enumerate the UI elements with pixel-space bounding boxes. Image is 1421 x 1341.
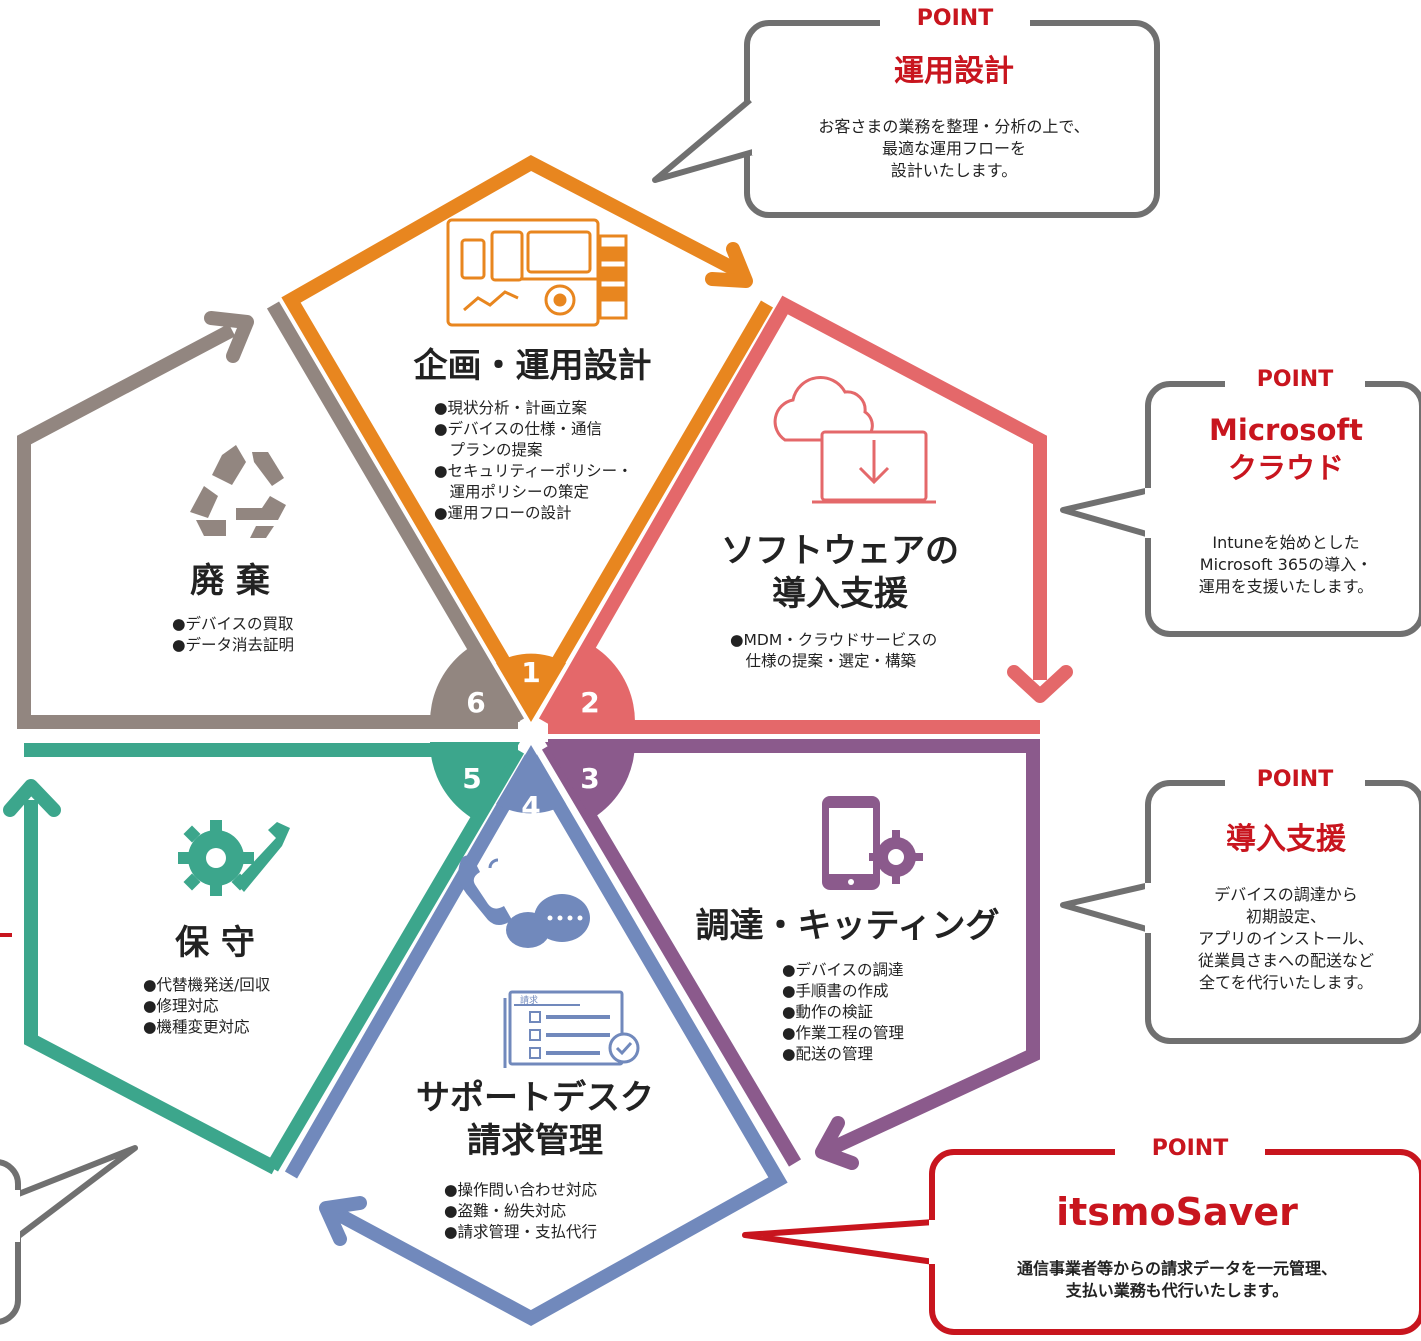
segment-1-shape — [281, 155, 774, 722]
recycle-icon — [190, 445, 286, 538]
callout-2-title-line: クラウド — [1227, 450, 1344, 485]
segment-1-bullets: ●現状分析・計画立案 ●デバイスの仕様・通信 プランの提案 ●セキュリティーポリ… — [434, 398, 633, 524]
callout-2-title: Microsoft クラウド — [1152, 412, 1420, 487]
segment-4-title-line: サポートデスク — [416, 1078, 654, 1118]
bullet-item: ●機種変更対応 — [143, 1018, 250, 1036]
callout-line: 最適な運用フローを — [881, 139, 1026, 158]
segment-4-bullets: ●操作問い合わせ対応 ●盗難・紛失対応 ●請求管理・支払代行 — [444, 1180, 597, 1243]
segment-1-number: 1 — [521, 656, 541, 689]
callout-line: 運用を支援いたします。 — [1198, 577, 1374, 596]
segment-4-number: 4 — [521, 790, 541, 823]
segment-3-shape — [541, 739, 1040, 1170]
bullet-item: ●代替機発送/回収 — [143, 976, 271, 994]
segment-5-title: 保 守 — [175, 923, 255, 963]
callout-2-title-line: Microsoft — [1209, 413, 1363, 447]
callout-line: 全てを代行いたします。 — [1198, 973, 1374, 992]
callout-4-box — [742, 1149, 1421, 1335]
segment-4-title-line: 請求管理 — [467, 1120, 603, 1161]
segment-5-shape — [3, 742, 525, 1175]
callout-3-point-label: POINT — [1225, 767, 1365, 792]
segment-2-number: 2 — [580, 686, 600, 719]
cloud-download-laptop-icon — [773, 375, 936, 504]
callout-line: デバイスの調達から — [1214, 885, 1358, 904]
bullet-item: ●運用フローの設計 — [434, 504, 572, 522]
segment-2-title-line: ソフトウェアの — [721, 531, 959, 571]
segment-6-title: 廃 棄 — [190, 561, 270, 601]
segment-3-title: 調達・キッティング — [695, 906, 1000, 946]
segment-6-shape — [17, 301, 525, 729]
callout-line: 従業員さまへの配送など — [1197, 951, 1374, 970]
segment-5-number: 5 — [462, 762, 482, 795]
callout-line: 通信事業者等からの請求データを一元管理、 — [1016, 1259, 1337, 1278]
itsmosaver-logo: itsmoSaver — [940, 1190, 1414, 1234]
bullet-item: ●手順書の作成 — [782, 982, 889, 1000]
itsmosaver-logo-text: itsmoSaver — [1056, 1190, 1298, 1234]
bullet-item: ●デバイスの買取 — [172, 615, 294, 633]
segment-1-title: 企画・運用設計 — [413, 346, 652, 386]
invoice-icon-label: 請求 — [520, 994, 538, 1006]
bullet-item: ●配送の管理 — [782, 1045, 874, 1063]
segment-5-bullets: ●代替機発送/回収 ●修理対応 ●機種変更対応 — [143, 975, 270, 1038]
bullet-item: ●デバイスの仕様・通信 — [434, 420, 603, 438]
segment-2-title-line: 導入支援 — [772, 573, 908, 614]
callout-line: Intuneを始めとした — [1212, 533, 1360, 552]
callout-2-point-label: POINT — [1225, 367, 1365, 392]
callout-left-partial — [0, 933, 138, 1325]
phone-chat-invoice-icon: 請求 — [458, 855, 640, 1068]
bullet-item: ●修理対応 — [143, 997, 219, 1015]
segment-6-number: 6 — [466, 686, 486, 719]
gear-wrench-icon — [178, 820, 290, 896]
smartphone-gear-icon — [822, 796, 923, 890]
bullet-item: プランの提案 — [434, 441, 543, 459]
bullet-item: ●データ消去証明 — [172, 636, 295, 654]
callout-line: お客さまの業務を整理・分析の上で、 — [818, 117, 1090, 136]
callout-line: アプリのインストール、 — [1198, 929, 1374, 948]
bullet-item: ●請求管理・支払代行 — [444, 1223, 598, 1241]
segment-2-title: ソフトウェアの 導入支援 — [680, 530, 1000, 615]
callout-3-title: 導入支援 — [1226, 822, 1346, 857]
callout-2-body: Intuneを始めとした Microsoft 365の導入・ 運用を支援いたしま… — [1152, 532, 1420, 598]
callout-1-body: お客さまの業務を整理・分析の上で、 最適な運用フローを 設計いたします。 — [770, 116, 1138, 182]
bullet-item: ●動作の検証 — [782, 1003, 874, 1021]
callout-line: 支払い業務も代行いたします。 — [1065, 1281, 1289, 1300]
bullet-item: ●盗難・紛失対応 — [444, 1202, 567, 1220]
bullet-item: ●MDM・クラウドサービスの — [730, 631, 938, 649]
bullet-item: ●デバイスの調達 — [782, 961, 904, 979]
segment-4-title: サポートデスク 請求管理 — [395, 1077, 675, 1162]
bullet-item: ●作業工程の管理 — [782, 1024, 905, 1042]
bullet-item: 運用ポリシーの策定 — [434, 483, 590, 501]
callout-line: 初期設定、 — [1245, 907, 1326, 926]
callout-line: 設計いたします。 — [890, 161, 1018, 180]
bullet-item: ●現状分析・計画立案 — [434, 399, 588, 417]
segment-3-number: 3 — [580, 762, 600, 795]
segment-2-shape — [538, 295, 1073, 734]
callout-line: Microsoft 365の導入・ — [1199, 555, 1373, 574]
bullet-item: ●セキュリティーポリシー・ — [434, 462, 633, 480]
callout-1-box — [652, 20, 1160, 218]
callout-3-body: デバイスの調達から 初期設定、 アプリのインストール、 従業員さまへの配送など … — [1152, 884, 1420, 994]
callout-4-body: 通信事業者等からの請求データを一元管理、 支払い業務も代行いたします。 — [940, 1258, 1414, 1302]
segment-2-bullets: ●MDM・クラウドサービスの 仕様の提案・選定・構築 — [730, 630, 937, 672]
segment-3-bullets: ●デバイスの調達 ●手順書の作成 ●動作の検証 ●作業工程の管理 ●配送の管理 — [782, 960, 904, 1065]
callout-1-title: 運用設計 — [894, 54, 1014, 89]
bullet-item: ●操作問い合わせ対応 — [444, 1181, 598, 1199]
callout-1-point-label: POINT — [880, 6, 1030, 31]
bullet-item: 仕様の提案・選定・構築 — [730, 652, 917, 670]
planning-devices-icon — [446, 218, 628, 327]
segment-4-shape — [284, 745, 788, 1326]
callout-4-point-label: POINT — [1115, 1136, 1265, 1161]
segment-6-bullets: ●デバイスの買取 ●データ消去証明 — [172, 614, 294, 656]
